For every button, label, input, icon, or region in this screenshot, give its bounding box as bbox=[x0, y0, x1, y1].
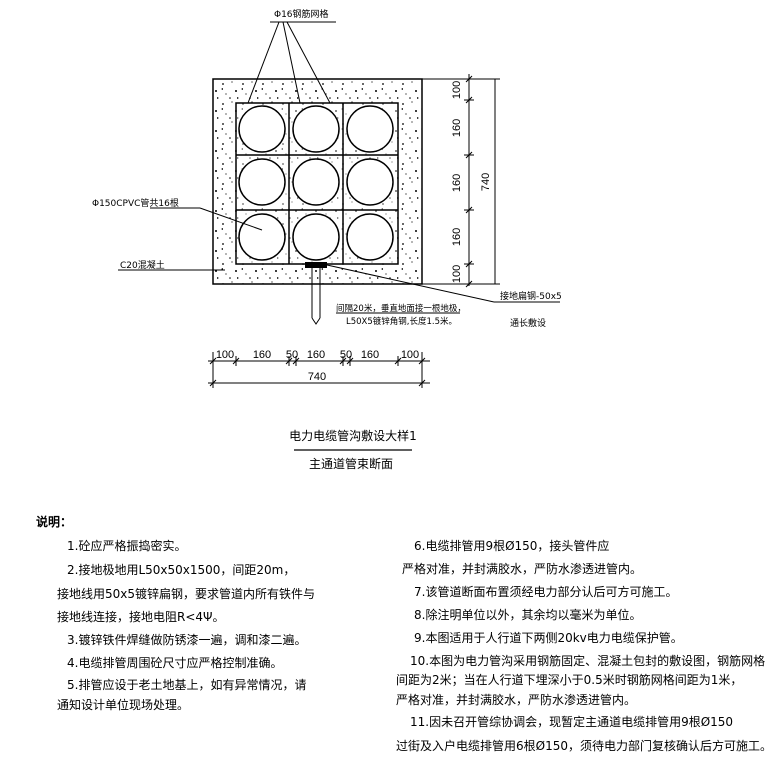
label-ground-steel: 接地扁钢-50x5 bbox=[500, 290, 562, 302]
pipe-6 bbox=[346, 158, 394, 206]
drawing-title: 电力电缆管沟敷设大样1 bbox=[289, 428, 417, 443]
rebar-mesh bbox=[236, 103, 398, 264]
note-left-2: 2.接地极地用L50x50x1500，间距20m， bbox=[67, 563, 296, 577]
pipe-1 bbox=[238, 105, 286, 153]
note-left-4: 接地线连接，接地电阻R<4Ψ。 bbox=[57, 610, 225, 624]
note-right-9: 11.因未召开管综协调会，现暂定主通道电缆排管用9根Ø150 bbox=[410, 715, 734, 729]
note-right-2: 严格对准，并封满胶水，严防水渗透进管内。 bbox=[402, 562, 643, 576]
note-left-8: 通知设计单位现场处理。 bbox=[57, 698, 190, 712]
note-left-1: 1.砼应严格振捣密实。 bbox=[67, 539, 187, 553]
pipe-3 bbox=[346, 105, 394, 153]
dim-right-3: 160 bbox=[451, 174, 463, 192]
label-pipes: Φ150CPVC管共16根 bbox=[92, 197, 179, 209]
note-right-1: 6.电缆排管用9根Ø150，接头管件应 bbox=[414, 539, 610, 553]
note-left-7: 5.排管应设于老土地基上，如有异常情况，请 bbox=[67, 678, 307, 692]
dim-bottom-5: 50 bbox=[340, 349, 352, 361]
leader-lines bbox=[118, 21, 560, 314]
bottom-dimension bbox=[208, 352, 430, 388]
dim-right-total: 740 bbox=[480, 173, 492, 191]
dim-bottom-2: 160 bbox=[253, 349, 271, 361]
pipe-9 bbox=[346, 213, 394, 261]
label-ground-rod-1: 间隔20米，垂直地面接一根地极， bbox=[336, 303, 466, 314]
dim-right-2: 160 bbox=[451, 119, 463, 137]
dim-bottom-7: 100 bbox=[401, 349, 419, 361]
label-rebar-mesh: Φ16钢筋网格 bbox=[274, 8, 329, 20]
label-laid-full-length: 通长敷设 bbox=[510, 317, 546, 329]
dim-bottom-6: 160 bbox=[361, 349, 379, 361]
note-left-6: 4.电缆排管周围砼尺寸应严格控制准确。 bbox=[67, 656, 283, 670]
note-right-10: 过街及入户电缆排管用6根Ø150，须待电力部门复核确认后方可施工。 bbox=[396, 739, 772, 753]
dim-bottom-4: 160 bbox=[307, 349, 325, 361]
note-left-5: 3.镀锌铁件焊缝做防锈漆一遍，调和漆二遍。 bbox=[67, 633, 307, 647]
pipe-8 bbox=[292, 213, 340, 261]
note-right-4: 8.除注明单位以外，其余均以毫米为单位。 bbox=[414, 608, 642, 622]
right-dimension bbox=[422, 74, 500, 288]
dim-bottom-1: 100 bbox=[216, 349, 234, 361]
dim-right-5: 100 bbox=[451, 265, 463, 283]
note-right-8: 严格对准，并封满胶水，严防水渗透进管内。 bbox=[396, 693, 637, 707]
pipe-2 bbox=[292, 105, 340, 153]
dim-right-1: 100 bbox=[451, 81, 463, 99]
pipe-5 bbox=[292, 158, 340, 206]
note-right-5: 9.本图适用于人行道下两侧20kv电力电缆保护管。 bbox=[414, 631, 683, 645]
pipe-4 bbox=[238, 158, 286, 206]
note-left-3: 接地线用50x5镀锌扁钢，要求管道内所有铁件与 bbox=[57, 587, 316, 601]
drawing-subtitle: 主通道管束断面 bbox=[309, 456, 393, 471]
label-concrete: C20混凝土 bbox=[120, 259, 165, 271]
dim-right-4: 160 bbox=[451, 228, 463, 246]
label-ground-rod-2: L50X5镀锌角钢,长度1.5米。 bbox=[346, 316, 457, 327]
dim-bottom-3: 50 bbox=[286, 349, 298, 361]
pipe-grid bbox=[238, 105, 394, 261]
pipe-7 bbox=[238, 213, 286, 261]
dim-bottom-total: 740 bbox=[308, 371, 326, 383]
note-right-6: 10.本图为电力管沟采用钢筋固定、混凝土包封的敷设图，钢筋网格 bbox=[410, 654, 766, 668]
note-right-7: 间距为2米；当在人行道下埋深小于0.5米时钢筋网格间距为1米， bbox=[396, 673, 743, 687]
note-right-3: 7.该管道断面布置须经电力部分认后可方可施工。 bbox=[414, 585, 678, 599]
ground-rod bbox=[305, 262, 327, 325]
notes-heading: 说明： bbox=[36, 515, 73, 529]
